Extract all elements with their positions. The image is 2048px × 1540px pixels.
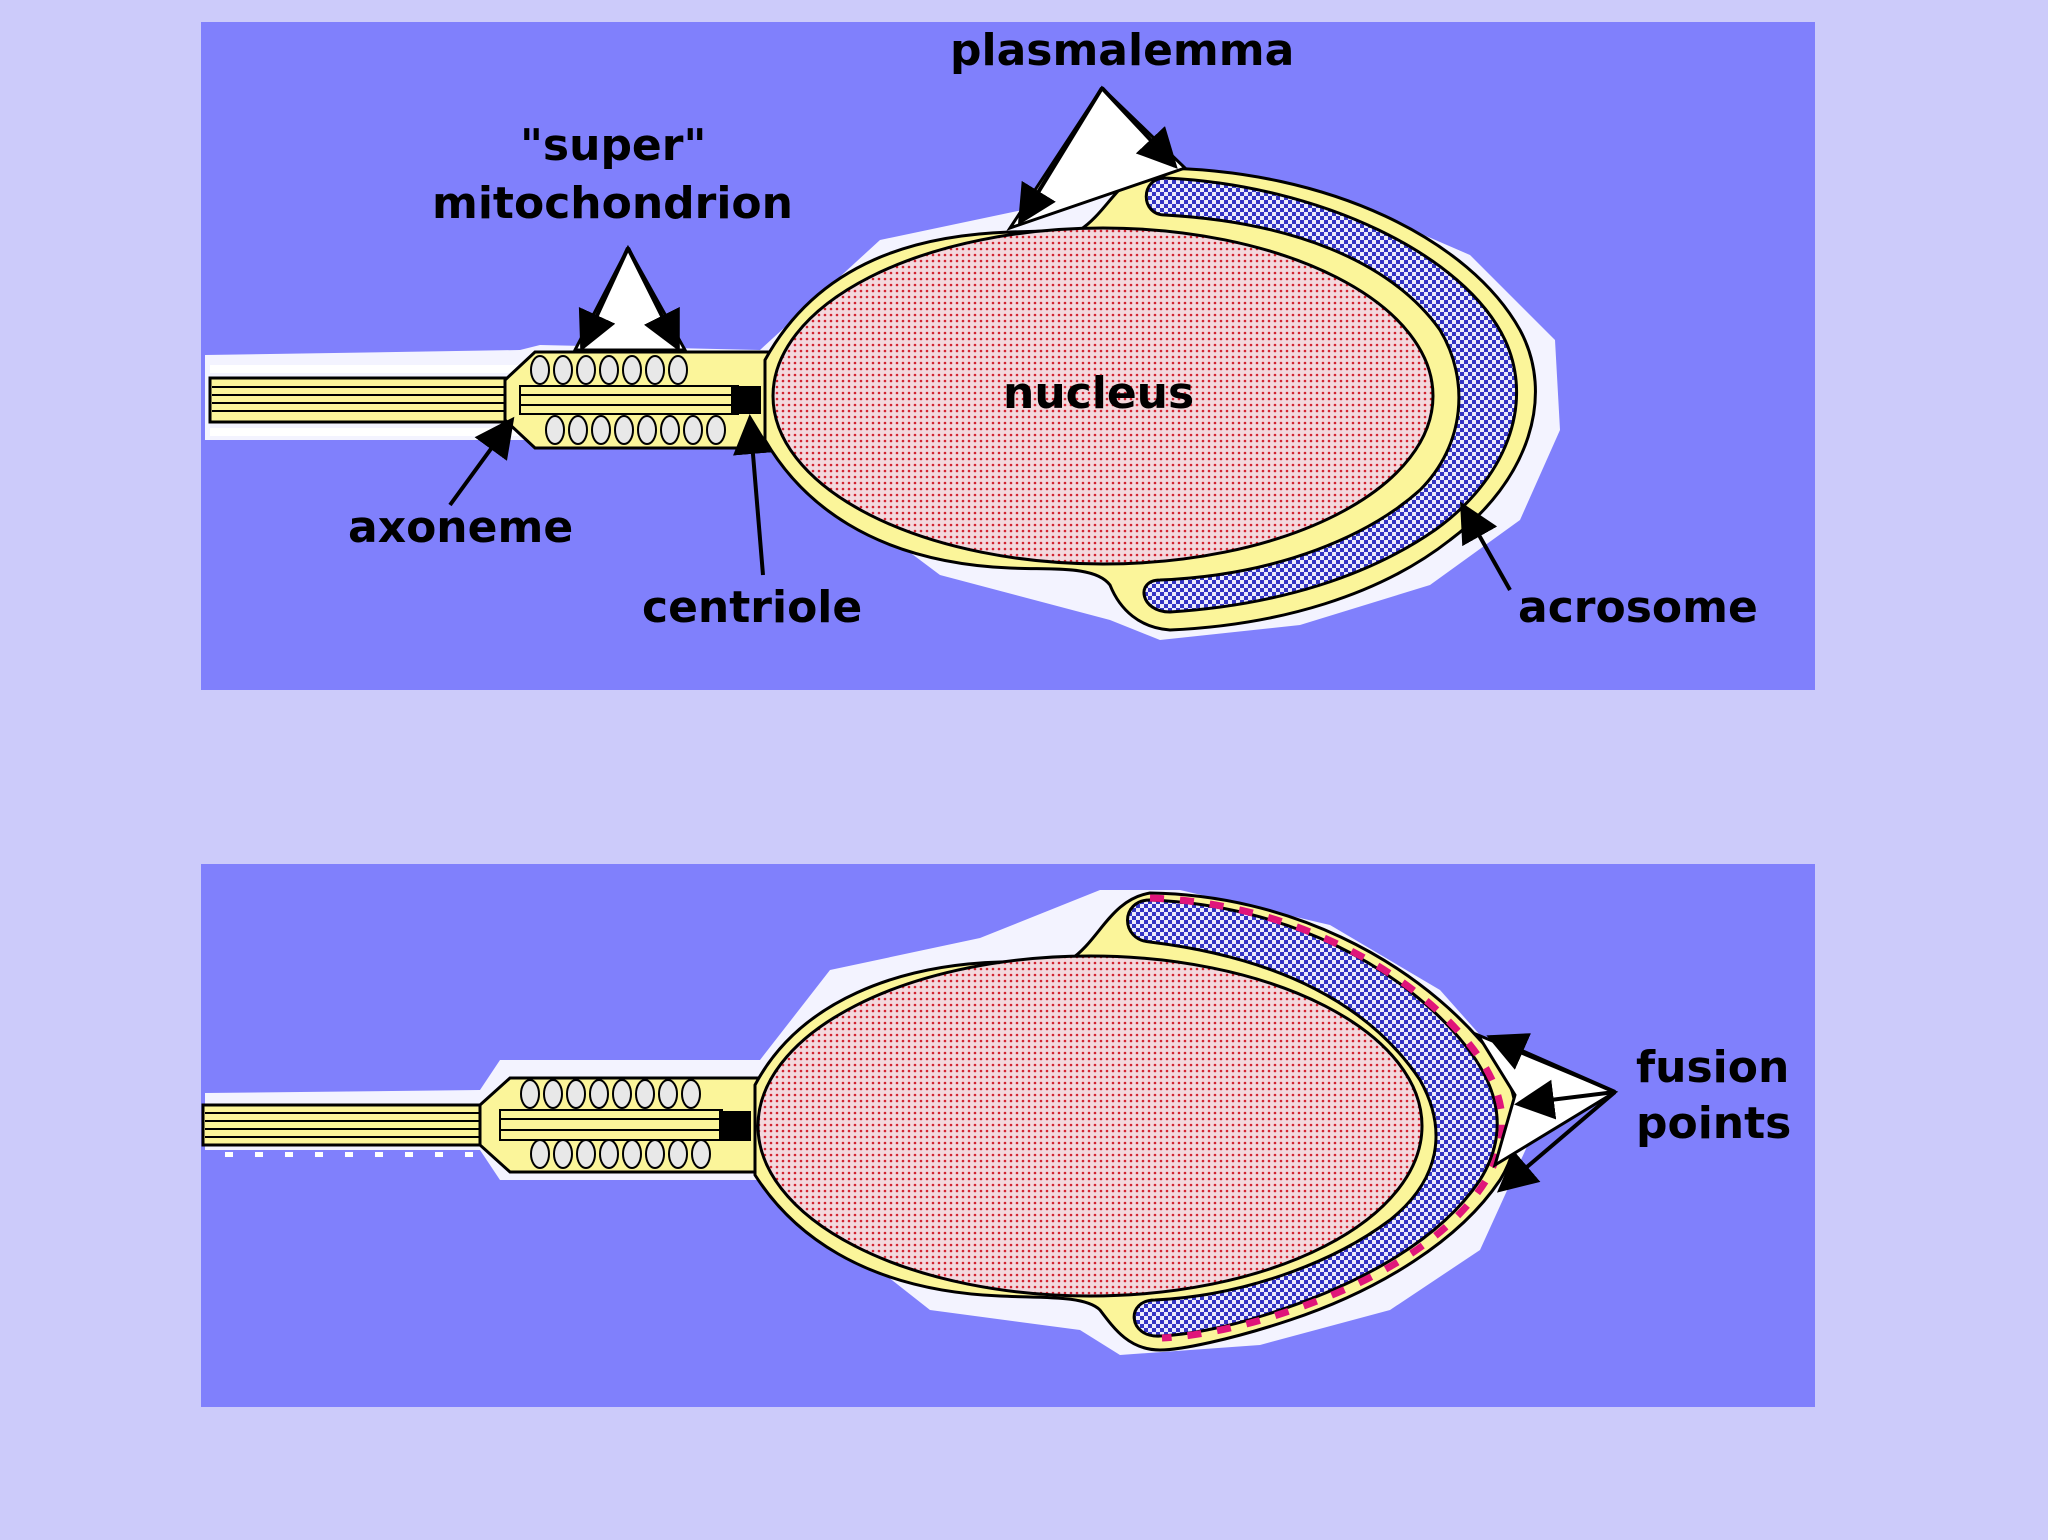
plasmalemma-arrow-left (1017, 86, 1104, 226)
label-acrosome: acrosome (1518, 582, 1758, 633)
fusion-arrow-top (1486, 1033, 1616, 1094)
axoneme-tail (208, 365, 542, 436)
fusion-dashes (1149, 894, 1506, 1342)
bottom-nucleus (756, 954, 1424, 1298)
bottom-centriole (719, 1111, 751, 1141)
mitochondria-top-row (530, 355, 688, 385)
bottom-acrosome (1126, 898, 1499, 1338)
acrosome-arrow (1460, 501, 1512, 591)
axoneme-arrow (448, 416, 515, 507)
label-fusion: fusion (1636, 1042, 1789, 1093)
label-centriole: centriole (642, 582, 862, 633)
nucleus (771, 226, 1435, 566)
bottom-panel: fusion points (201, 864, 1815, 1407)
centriole-arrow (733, 414, 773, 576)
fusion-arrow-middle (1514, 1079, 1616, 1120)
label-points: points (1636, 1098, 1791, 1149)
bottom-axoneme-tail (201, 1103, 505, 1157)
mitochondria-bottom-row (545, 415, 726, 445)
bottom-mitochondria-top-row (520, 1079, 701, 1109)
label-mitochondrion: mitochondrion (432, 178, 793, 229)
label-super: "super" (520, 120, 706, 171)
top-panel: plasmalemma "super" mitochondrion nucleu… (201, 22, 1815, 690)
label-nucleus: nucleus (1003, 368, 1194, 419)
bottom-mitochondria-bottom-row (530, 1139, 711, 1169)
axoneme-core (519, 385, 739, 415)
mitochondrion-arrow-left (578, 247, 630, 352)
centriole (731, 386, 761, 414)
label-plasmalemma: plasmalemma (950, 25, 1294, 76)
label-axoneme: axoneme (348, 502, 573, 553)
acrosome (1142, 176, 1519, 614)
mitochondrion-arrow-right (626, 247, 680, 352)
plasmalemma-arrow-right (1100, 86, 1178, 169)
fusion-arrow-bottom (1496, 1090, 1617, 1193)
